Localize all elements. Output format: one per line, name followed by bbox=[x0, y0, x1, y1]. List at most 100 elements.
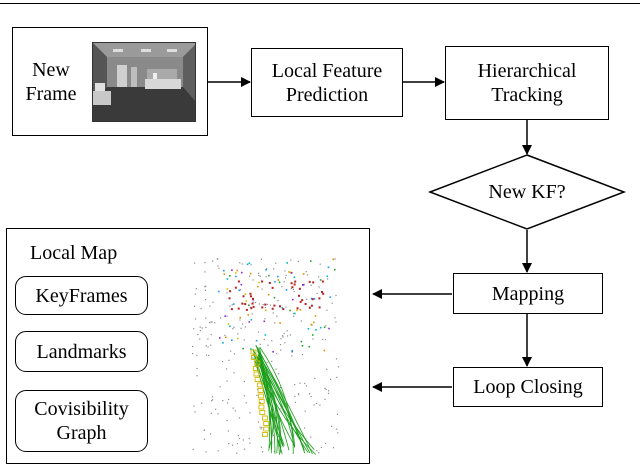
map-point bbox=[205, 451, 207, 453]
map-point-red bbox=[234, 286, 237, 289]
covisibility-edge bbox=[258, 350, 271, 449]
map-point bbox=[260, 446, 262, 448]
map-point bbox=[217, 450, 219, 452]
map-point bbox=[294, 384, 296, 386]
map-point bbox=[251, 313, 253, 315]
map-point bbox=[294, 401, 297, 403]
map-point bbox=[258, 274, 260, 276]
map-point bbox=[214, 322, 216, 324]
map-point bbox=[318, 452, 320, 454]
map-point bbox=[304, 427, 306, 429]
map-point-colored bbox=[246, 263, 249, 266]
map-point-red bbox=[282, 308, 285, 311]
map-point bbox=[230, 350, 232, 352]
map-point-colored bbox=[241, 271, 243, 274]
map-point bbox=[201, 402, 203, 404]
map-point bbox=[331, 302, 333, 304]
map-point bbox=[205, 317, 207, 319]
map-point bbox=[290, 288, 292, 290]
map-point bbox=[335, 321, 337, 323]
map-point bbox=[226, 420, 228, 422]
map-point bbox=[316, 292, 318, 294]
map-point bbox=[208, 322, 211, 324]
map-point-red bbox=[271, 286, 274, 289]
map-point bbox=[305, 438, 307, 440]
map-point bbox=[238, 417, 241, 419]
map-point-colored bbox=[319, 326, 322, 329]
map-point bbox=[279, 408, 281, 410]
map-point bbox=[233, 353, 236, 355]
map-point bbox=[261, 288, 263, 290]
map-point-red bbox=[308, 280, 311, 283]
map-point bbox=[207, 338, 209, 340]
map-point bbox=[193, 328, 195, 330]
covisibility-edge bbox=[259, 351, 305, 451]
map-point-colored bbox=[268, 274, 270, 277]
map-point bbox=[200, 308, 202, 310]
map-point-colored bbox=[326, 275, 329, 278]
map-point bbox=[243, 395, 245, 397]
map-point bbox=[254, 301, 257, 304]
map-point bbox=[319, 404, 321, 406]
map-point-colored bbox=[224, 315, 226, 317]
keyframe-marker bbox=[263, 421, 270, 426]
map-point-colored bbox=[248, 321, 251, 323]
map-point bbox=[267, 344, 269, 346]
map-point bbox=[196, 375, 198, 377]
map-point-colored bbox=[265, 309, 267, 312]
map-point bbox=[252, 279, 254, 281]
map-point-colored bbox=[264, 334, 267, 336]
map-point-red bbox=[237, 280, 240, 283]
map-point bbox=[326, 368, 328, 370]
map-point bbox=[273, 451, 275, 453]
map-point-colored bbox=[263, 320, 266, 323]
map-point-colored bbox=[223, 269, 225, 272]
map-point bbox=[276, 353, 278, 355]
map-point bbox=[266, 268, 268, 270]
map-point bbox=[336, 413, 339, 415]
map-point-colored bbox=[257, 285, 259, 288]
map-point bbox=[194, 411, 196, 413]
map-point-colored bbox=[222, 342, 224, 344]
map-point-colored bbox=[290, 271, 293, 274]
map-point-colored bbox=[231, 339, 233, 341]
map-point-red bbox=[312, 281, 315, 284]
map-point-colored bbox=[250, 272, 252, 275]
map-point-colored bbox=[293, 276, 296, 278]
map-point bbox=[210, 412, 212, 414]
map-point-colored bbox=[277, 275, 279, 278]
map-point-red bbox=[241, 302, 244, 305]
map-point bbox=[280, 386, 282, 389]
map-point bbox=[226, 402, 229, 404]
new-kf-diamond bbox=[427, 154, 627, 230]
map-point bbox=[231, 304, 233, 306]
map-point bbox=[318, 286, 320, 288]
covisibility-edge bbox=[258, 355, 296, 448]
map-point-colored bbox=[281, 307, 284, 309]
map-point bbox=[262, 304, 264, 306]
map-point bbox=[194, 318, 197, 320]
map-point-red bbox=[291, 286, 294, 289]
map-point bbox=[304, 410, 306, 412]
map-point bbox=[310, 284, 312, 286]
map-point bbox=[311, 324, 313, 326]
map-point-red bbox=[308, 306, 311, 309]
map-point bbox=[310, 436, 312, 438]
map-point bbox=[285, 274, 287, 276]
map-point bbox=[331, 425, 333, 427]
map-point-colored bbox=[310, 297, 313, 300]
map-point bbox=[310, 396, 312, 398]
map-point bbox=[263, 338, 265, 341]
keyframes-label: KeyFrames bbox=[35, 284, 128, 307]
map-point-colored bbox=[226, 288, 229, 290]
new-frame-box bbox=[12, 27, 208, 136]
map-point bbox=[226, 315, 228, 317]
map-point-colored bbox=[279, 322, 281, 324]
map-point-red bbox=[298, 294, 300, 297]
new-frame-image bbox=[92, 42, 196, 122]
map-point-red bbox=[311, 298, 314, 301]
map-point bbox=[259, 426, 261, 428]
map-point-colored bbox=[285, 289, 288, 291]
map-point bbox=[312, 338, 314, 340]
